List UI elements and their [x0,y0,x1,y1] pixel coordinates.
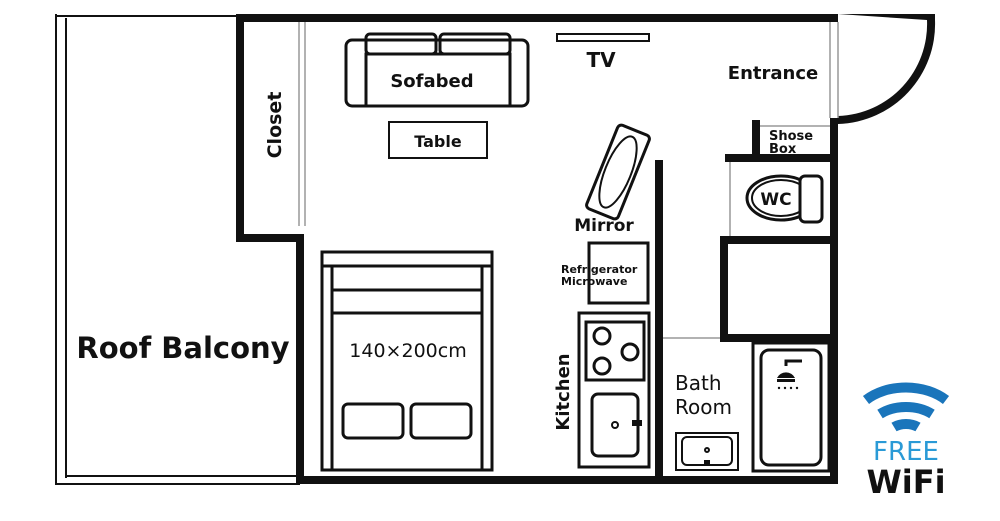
table: Table [388,121,488,159]
refrigerator-microwave: Refrigerator Microwave [561,241,650,305]
closet: Closet [264,22,306,226]
walls [236,14,838,484]
bath-label-2: Room [675,395,732,419]
tv-label: TV [586,48,616,72]
closet-label: Closet [264,92,286,159]
bed: 140×200cm [320,250,494,472]
shoe-box-label-2: Box [769,142,797,157]
wifi-free-label: FREE [873,437,939,467]
roof-balcony: Roof Balcony [55,14,300,485]
shower-icon [777,359,802,390]
roof-balcony-label: Roof Balcony [76,331,289,365]
entrance-door: Entrance [728,14,936,124]
entrance-label: Entrance [728,63,818,84]
wc-label: WC [760,190,791,210]
sofabed: Sofabed [344,32,530,108]
shoe-box-label-1: Shose [769,129,813,144]
wifi-icon [862,382,950,432]
kitchen-label: Kitchen [553,353,574,430]
mirror: Mirror [574,123,651,236]
kitchen: Kitchen [553,311,651,469]
free-wifi-badge: FREE WiFi [862,382,950,501]
wifi-label: WiFi [866,463,945,501]
bath-label-1: Bath [675,371,722,395]
bath-room: Bath Room [675,341,831,473]
table-label: Table [414,132,462,151]
bathtub [751,341,831,473]
bed-size-label: 140×200cm [349,340,466,362]
fridge-label-2: Microwave [561,275,627,288]
sofabed-label: Sofabed [390,71,473,92]
fridge-label-1: Refrigerator [561,263,638,276]
shoe-box: Shose Box [769,129,813,157]
mirror-label: Mirror [574,216,634,236]
washbasin [675,432,739,471]
toilet: WC [745,174,824,224]
tv: TV [556,33,650,72]
